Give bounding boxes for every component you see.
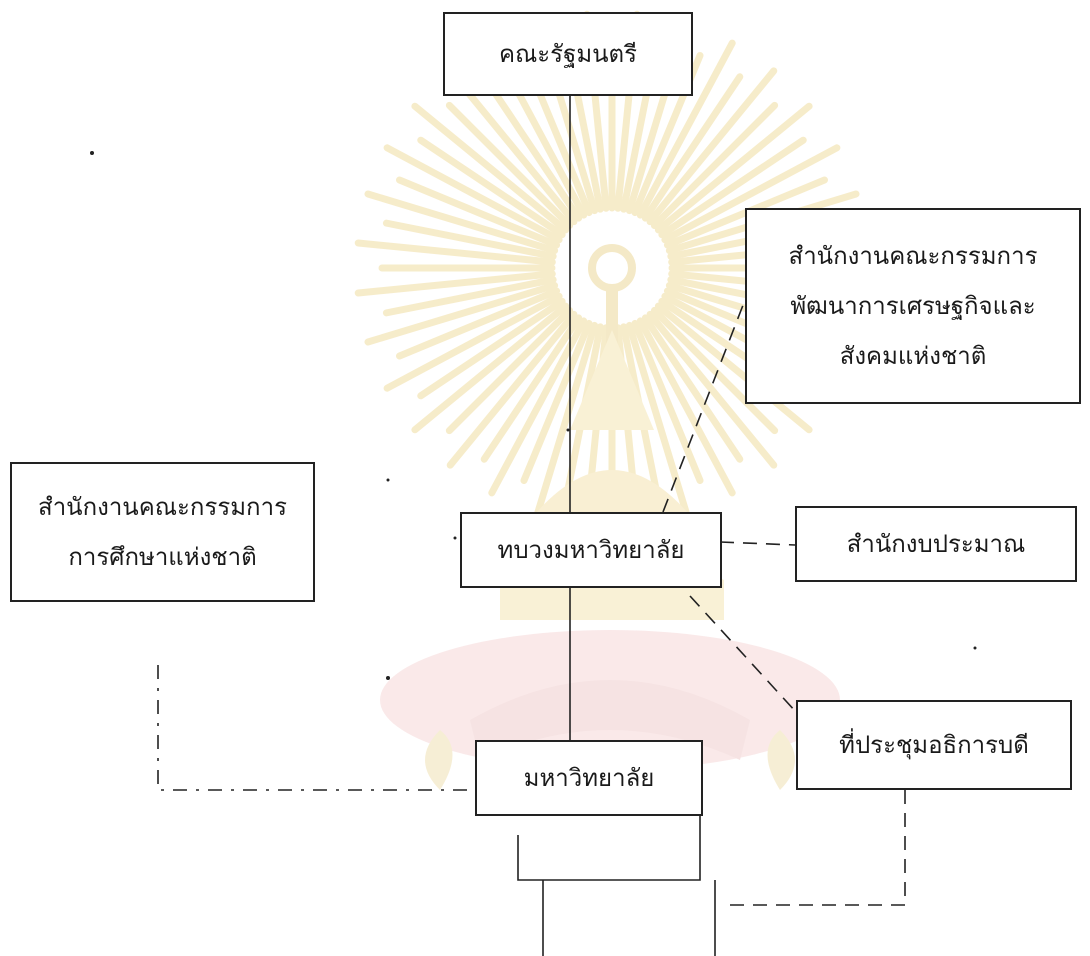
watermark-ray — [417, 136, 566, 239]
node-budget-bureau: สำนักงบประมาณ — [795, 506, 1077, 582]
watermark-ray — [614, 324, 641, 526]
node-onec-line-2: การศึกษาแห่งชาติ — [68, 543, 257, 571]
watermark-ray — [446, 310, 578, 469]
watermark-ray — [411, 102, 570, 234]
watermark-ray — [641, 73, 744, 222]
stack-back-1 — [517, 812, 701, 881]
watermark-ray — [396, 287, 561, 360]
node-nesdb-line-2: พัฒนาการเศรษฐกิจและ — [790, 292, 1036, 320]
watermark-ray — [650, 306, 779, 435]
node-nesdb-line-1: สำนักงานคณะกรรมการ — [788, 242, 1038, 270]
node-university-label: มหาวิทยาลัย — [523, 764, 655, 792]
watermark-ray — [364, 190, 559, 255]
watermark-ray — [620, 323, 661, 498]
watermark-ray — [411, 302, 570, 434]
watermark-ray — [534, 321, 599, 516]
watermark-emblem — [354, 10, 870, 790]
watermark-ray — [364, 281, 559, 346]
watermark-ray — [646, 67, 778, 226]
watermark-ray — [446, 67, 578, 226]
watermark-ray — [382, 219, 557, 260]
node-council-of-rectors-label: ที่ประชุมอธิการบดี — [839, 731, 1029, 759]
watermark-ray — [658, 136, 807, 239]
watermark-ray — [646, 310, 778, 469]
watermark-rays — [354, 10, 870, 526]
watermark-ray — [636, 317, 736, 497]
watermark-ray — [383, 292, 563, 392]
edge-ministry-budget — [719, 541, 796, 546]
watermark-ray — [383, 144, 563, 244]
node-nesdb: สำนักงานคณะกรรมการ พัฒนาการเศรษฐกิจและ ส… — [745, 208, 1081, 404]
edge-council-university — [722, 790, 906, 906]
node-nesdb-line-3: สังคมแห่งชาติ — [839, 342, 987, 370]
watermark-ray — [563, 323, 604, 498]
node-cabinet-label: คณะรัฐมนตรี — [498, 40, 638, 68]
watermark-ray — [382, 276, 557, 317]
watermark-ray — [625, 321, 690, 516]
edge-ministry-nesdb — [662, 299, 746, 513]
watermark-ray — [520, 319, 593, 484]
watermark-ray — [445, 306, 574, 435]
watermark-ray — [445, 101, 574, 230]
watermark-ray — [480, 73, 583, 222]
watermark-ray — [641, 314, 744, 463]
node-council-of-rectors: ที่ประชุมอธิการบดี — [796, 700, 1072, 790]
connectors — [157, 95, 906, 956]
node-onec: สำนักงานคณะกรรมการ การศึกษาแห่งชาติ — [10, 462, 315, 602]
watermark-ray — [661, 144, 841, 244]
watermark-ray — [650, 101, 779, 230]
watermark-ray — [488, 317, 588, 497]
node-budget-bureau-label: สำนักงบประมาณ — [846, 530, 1026, 558]
node-onec-line-1: สำนักงานคณะกรรมการ — [38, 493, 287, 521]
watermark-ray — [354, 270, 556, 297]
watermark-ray — [480, 314, 583, 463]
watermark-ray — [654, 302, 813, 434]
node-ministry: ทบวงมหาวิทยาลัย — [460, 512, 722, 588]
edge-ministry-council — [689, 595, 797, 713]
node-cabinet: คณะรัฐมนตรี — [443, 12, 693, 96]
watermark-ray — [631, 319, 704, 484]
watermark-ray — [654, 102, 813, 234]
watermark-ray — [354, 239, 556, 266]
edge-onec-university — [157, 665, 475, 791]
watermark-ray — [396, 176, 561, 249]
watermark-ray — [583, 324, 610, 526]
node-university: มหาวิทยาลัย — [475, 740, 703, 816]
watermark-ray — [417, 297, 566, 400]
watermark-ray — [636, 39, 736, 219]
node-ministry-label: ทบวงมหาวิทยาลัย — [497, 536, 685, 564]
